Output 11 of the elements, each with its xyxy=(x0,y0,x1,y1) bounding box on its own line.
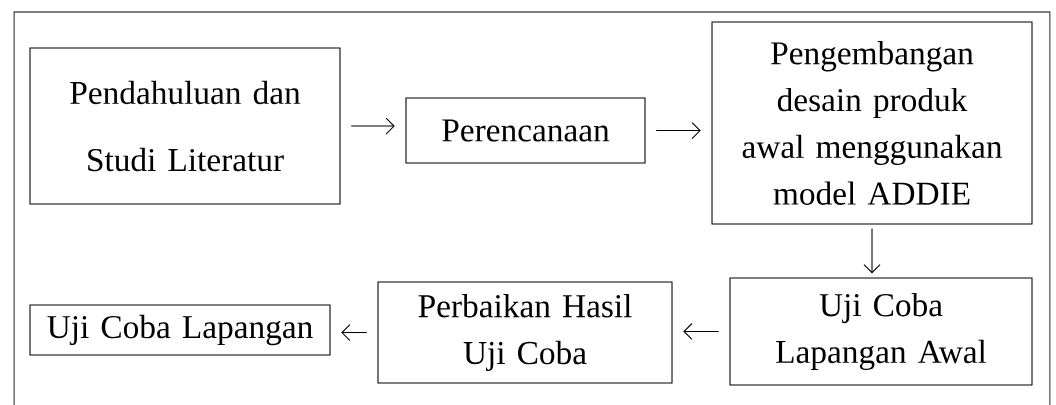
arrow xyxy=(655,121,701,140)
process-box: Perencanaan xyxy=(405,97,646,164)
process-box: Pengembangan desain produk awal menggunakan model ADDIE xyxy=(711,21,1033,225)
process-box: Uji Coba Lapangan xyxy=(29,304,331,356)
process-box: Perbaikan Hasil Uji Coba xyxy=(377,281,673,384)
arrow xyxy=(863,228,881,274)
arrow xyxy=(341,323,368,342)
process-box: Pendahuluan dan Studi Literatur xyxy=(29,47,341,205)
arrow xyxy=(350,117,395,135)
arrow xyxy=(683,322,720,341)
process-box: Uji Coba Lapangan Awal xyxy=(729,277,1033,386)
